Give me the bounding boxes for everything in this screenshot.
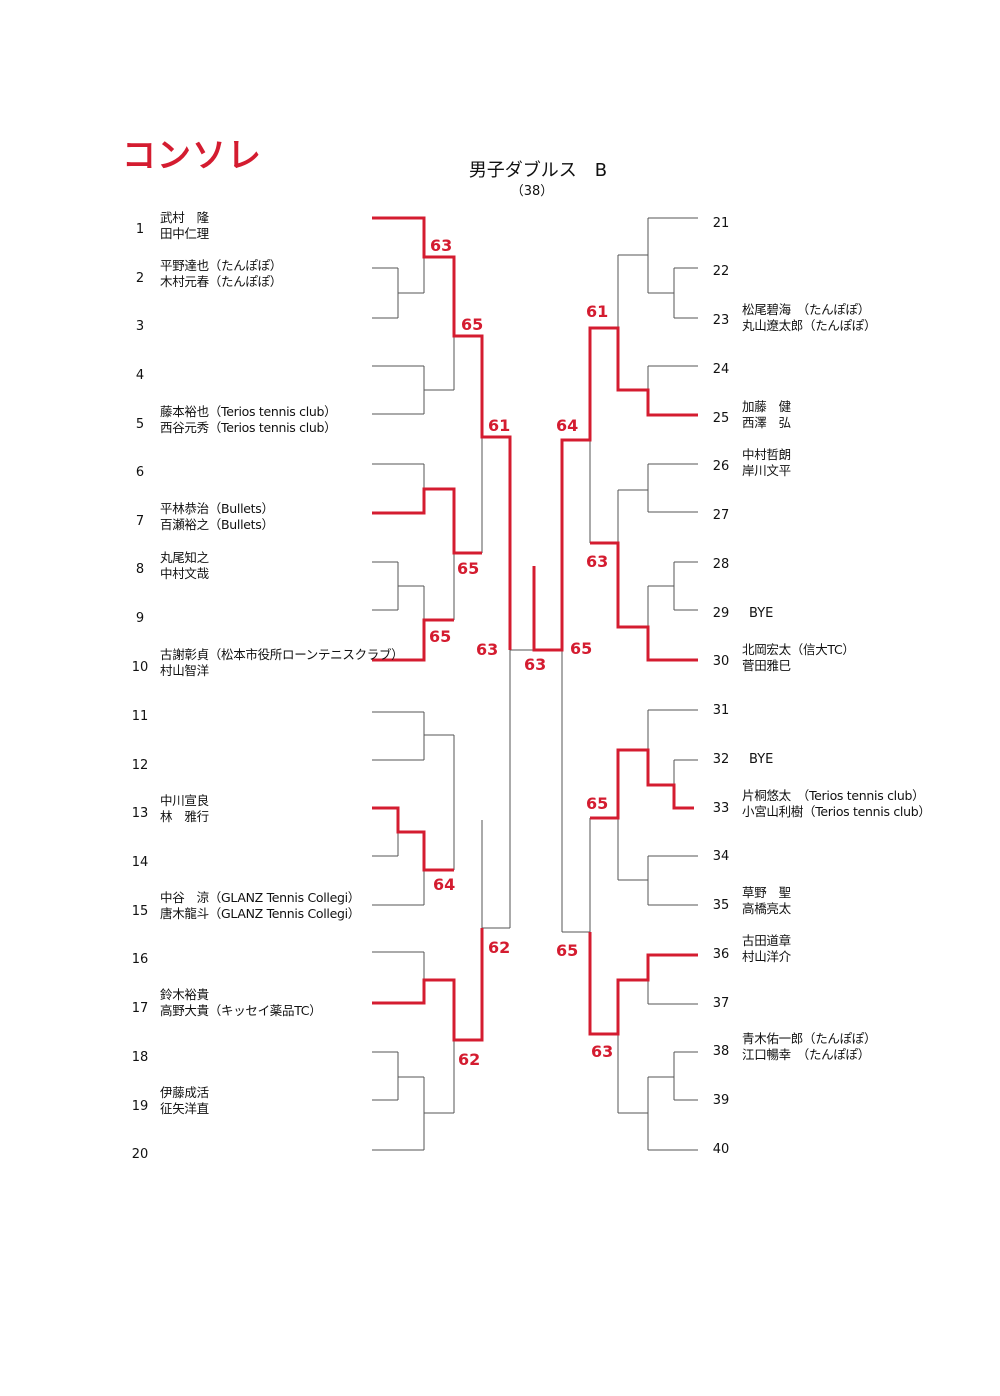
entry-names-5: 藤本裕也（Terios tennis club）西谷元秀（Terios tenn… <box>160 404 337 435</box>
slot-number: 27 <box>712 508 730 523</box>
slot-number: 39 <box>712 1093 730 1108</box>
match-score: 62 <box>488 938 511 957</box>
bracket-thin-lines <box>372 217 698 1151</box>
slot-number: 17 <box>131 1001 149 1016</box>
slot-number: 23 <box>712 313 730 328</box>
entry-names-30: 北岡宏太（信大TC）菅田雅巳 <box>742 642 855 673</box>
slot-number: 32 <box>712 752 730 767</box>
slot-number: 20 <box>131 1147 149 1162</box>
slot-number: 35 <box>712 898 730 913</box>
slot-number: 28 <box>712 557 730 572</box>
entry-names-23: 松尾碧海 （たんぽぽ）丸山遼太郎（たんぽぽ） <box>742 302 877 333</box>
entry-names-8: 丸尾知之中村文哉 <box>160 550 209 581</box>
match-score: 63 <box>586 552 609 571</box>
slot-number: 10 <box>131 660 149 675</box>
slot-number: 36 <box>712 947 730 962</box>
match-score: 63 <box>476 640 499 659</box>
slot-number: 8 <box>135 562 145 577</box>
slot-number: 12 <box>131 758 149 773</box>
entry-names-33: 片桐悠太 （Terios tennis club）小宮山利樹（Terios te… <box>742 788 931 819</box>
slot-number: 11 <box>131 709 149 724</box>
entry-names-1: 武村 隆田中仁理 <box>160 210 209 241</box>
bracket-win-lines <box>372 216 698 1042</box>
slot-number: 19 <box>131 1099 149 1114</box>
entry-names-25: 加藤 健西澤 弘 <box>742 399 791 430</box>
slot-number: 21 <box>712 216 730 231</box>
slot-number: 38 <box>712 1044 730 1059</box>
slot-number: 18 <box>131 1050 149 1065</box>
slot-number: 6 <box>135 465 145 480</box>
page-subtitle: （38） <box>510 184 554 199</box>
page-title: 男子ダブルス B <box>468 160 608 181</box>
slot-number: 14 <box>131 855 149 870</box>
match-score: 61 <box>488 416 511 435</box>
slot-number: 25 <box>712 411 730 426</box>
slot-number: 34 <box>712 849 730 864</box>
entry-names-36: 古田道章村山洋介 <box>742 933 791 964</box>
slot-number: 26 <box>712 459 730 474</box>
slot-number: 2 <box>135 271 145 286</box>
match-score: 65 <box>570 639 593 658</box>
entry-names-7: 平林恭治（Bullets）百瀬裕之（Bullets） <box>160 501 274 532</box>
entry-names-35: 草野 聖高橋亮太 <box>742 885 791 916</box>
slot-number: 24 <box>712 362 730 377</box>
match-score: 63 <box>591 1042 614 1061</box>
slot-number: 31 <box>712 703 730 718</box>
entry-names-19: 伊藤成活征矢洋直 <box>160 1085 209 1116</box>
bye-label: BYE <box>749 606 774 621</box>
entry-names-17: 鈴木裕貴高野大貴（キッセイ薬品TC） <box>160 987 322 1018</box>
entry-names-15: 中谷 涼（GLANZ Tennis Collegi）唐木龍斗（GLANZ Ten… <box>160 890 361 921</box>
match-score: 64 <box>556 416 579 435</box>
slot-number: 29 <box>712 606 730 621</box>
slot-number: 4 <box>135 368 145 383</box>
slot-number: 3 <box>135 319 145 334</box>
entry-names-38: 青木佑一郎（たんぽぽ）江口暢幸 （たんぽぽ） <box>742 1031 877 1062</box>
match-score: 61 <box>586 302 609 321</box>
slot-number: 9 <box>135 611 145 626</box>
match-score: 65 <box>457 559 480 578</box>
entry-names-10: 古謝彰貞（松本市役所ローンテニスクラブ）村山智洋 <box>160 647 404 678</box>
brand-title: コンソレ <box>122 136 262 176</box>
match-score: 65 <box>461 315 484 334</box>
slot-number: 15 <box>131 904 149 919</box>
match-score: 63 <box>524 655 547 674</box>
match-score: 65 <box>556 941 579 960</box>
slot-number: 40 <box>712 1142 730 1157</box>
slot-number: 13 <box>131 806 149 821</box>
slot-number: 22 <box>712 264 730 279</box>
entry-names-2: 平野達也（たんぽぽ）木村元春（たんぽぽ） <box>160 258 283 289</box>
entry-names-26: 中村哲朗岸川文平 <box>742 447 791 478</box>
slot-number: 33 <box>712 801 730 816</box>
slot-number: 37 <box>712 996 730 1011</box>
slot-number: 5 <box>135 417 145 432</box>
bye-label: BYE <box>749 752 774 767</box>
slot-number: 1 <box>135 222 145 237</box>
slot-number: 30 <box>712 654 730 669</box>
match-score: 65 <box>429 627 452 646</box>
match-score: 64 <box>433 875 456 894</box>
match-score: 62 <box>458 1050 481 1069</box>
slot-number: 16 <box>131 952 149 967</box>
match-score: 65 <box>586 794 609 813</box>
match-score: 63 <box>430 236 453 255</box>
entry-names-13: 中川宣良林 雅行 <box>160 793 209 824</box>
slot-number: 7 <box>135 514 145 529</box>
